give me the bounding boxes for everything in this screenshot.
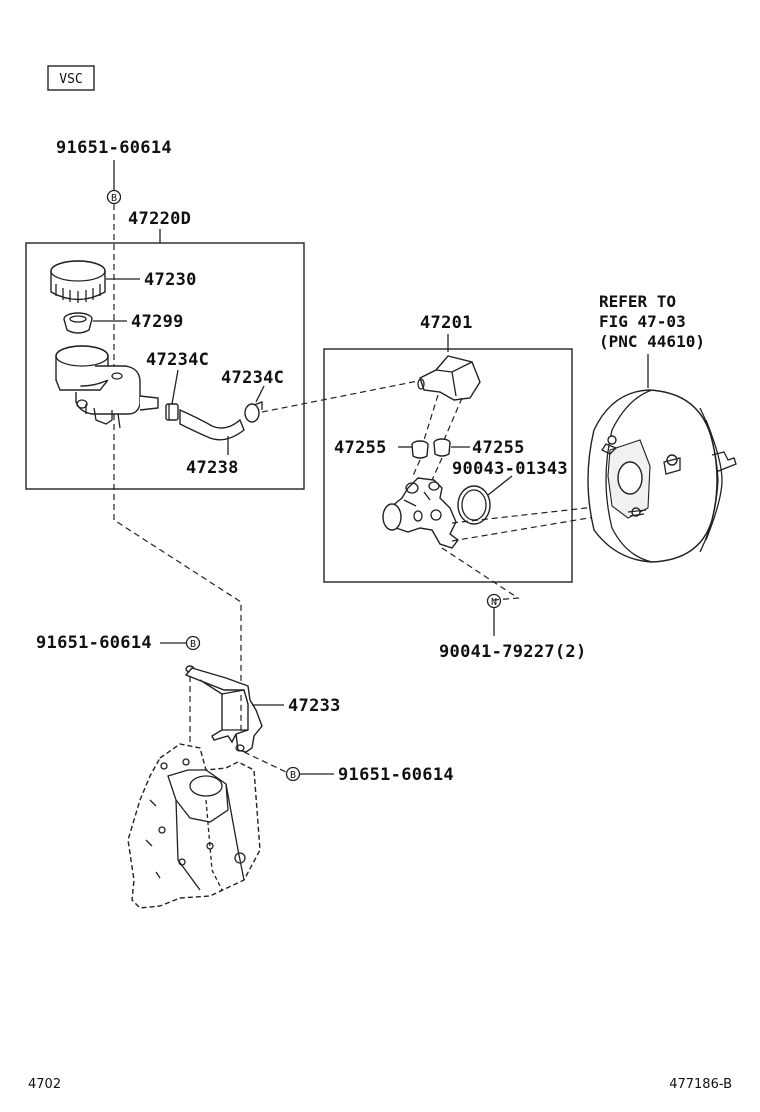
label-hose: 47238 xyxy=(186,458,239,478)
install-line-mc-1 xyxy=(423,394,439,441)
reservoir-group-box xyxy=(25,242,305,490)
marker-b-top-letter: B xyxy=(111,193,117,204)
booster-stud-1 xyxy=(607,435,617,445)
marker-n xyxy=(486,593,502,609)
refer-line-1: REFER TO xyxy=(599,292,676,311)
grommet-icon-2 xyxy=(433,438,451,457)
reservoir-cap-icon xyxy=(50,260,106,303)
install-line-stud-1 xyxy=(451,505,605,524)
install-line-bolt-right xyxy=(243,751,287,773)
marker-b-left xyxy=(185,635,201,651)
install-line-hose xyxy=(261,380,419,413)
label-bolt-right: 91651-60614 xyxy=(338,765,454,785)
strainer-icon xyxy=(63,312,93,334)
label-hose-clip-1: 47234C xyxy=(146,350,209,370)
label-hose-clip-2: 47234C xyxy=(221,368,284,388)
label-bracket: 47233 xyxy=(288,696,341,716)
leader-hose-clip-1 xyxy=(171,369,179,405)
install-line-reservoir xyxy=(113,204,242,745)
leader-o-ring xyxy=(487,475,513,496)
install-line-mc-2 xyxy=(443,397,463,441)
refer-line-3: (PNC 44610) xyxy=(599,332,705,351)
hose-clip-icon-2 xyxy=(244,401,263,423)
brake-booster-icon xyxy=(587,389,737,563)
label-strainer: 47299 xyxy=(131,312,184,332)
vsc-tag: VSC xyxy=(59,72,82,87)
footer-right: 477186-B xyxy=(669,1077,732,1092)
leader-hose-clip-2 xyxy=(255,385,265,403)
o-ring-icon xyxy=(457,485,491,525)
refer-line-2: FIG 47-03 xyxy=(599,312,686,331)
label-bolt-top: 91651-60614 xyxy=(56,138,172,158)
label-grommet-1: 47255 xyxy=(334,438,387,458)
master-cylinder-inlet-icon xyxy=(417,355,481,401)
reservoir-tank-icon xyxy=(55,345,159,429)
label-o-ring: 90043-01343 xyxy=(452,459,568,479)
install-line-nut xyxy=(441,547,520,601)
vsc-tag-box xyxy=(47,65,95,91)
install-line-mc-3 xyxy=(411,459,421,479)
marker-n-letter: N xyxy=(491,597,497,608)
marker-b-right xyxy=(285,766,301,782)
label-nut: 90041-79227(2) xyxy=(439,642,587,662)
vehicle-body-panel-icon xyxy=(127,743,261,909)
bracket-icon xyxy=(184,665,263,753)
grommet-icon-1 xyxy=(411,440,429,459)
label-cap: 47230 xyxy=(144,270,197,290)
master-cylinder-body-icon xyxy=(382,477,459,549)
install-line-mc-4 xyxy=(431,457,443,481)
hose-clip-icon-1 xyxy=(165,403,179,421)
label-grommet-2: 47255 xyxy=(472,438,525,458)
label-bolt-left: 91651-60614 xyxy=(36,633,152,653)
hose-icon xyxy=(179,408,245,441)
label-master-cylinder: 47201 xyxy=(420,313,473,333)
label-reservoir-assy: 47220D xyxy=(128,209,191,229)
marker-b-top xyxy=(106,189,122,205)
marker-b-right-letter: B xyxy=(290,770,296,781)
marker-b-left-letter: B xyxy=(190,639,196,650)
footer-left: 4702 xyxy=(28,1077,61,1092)
